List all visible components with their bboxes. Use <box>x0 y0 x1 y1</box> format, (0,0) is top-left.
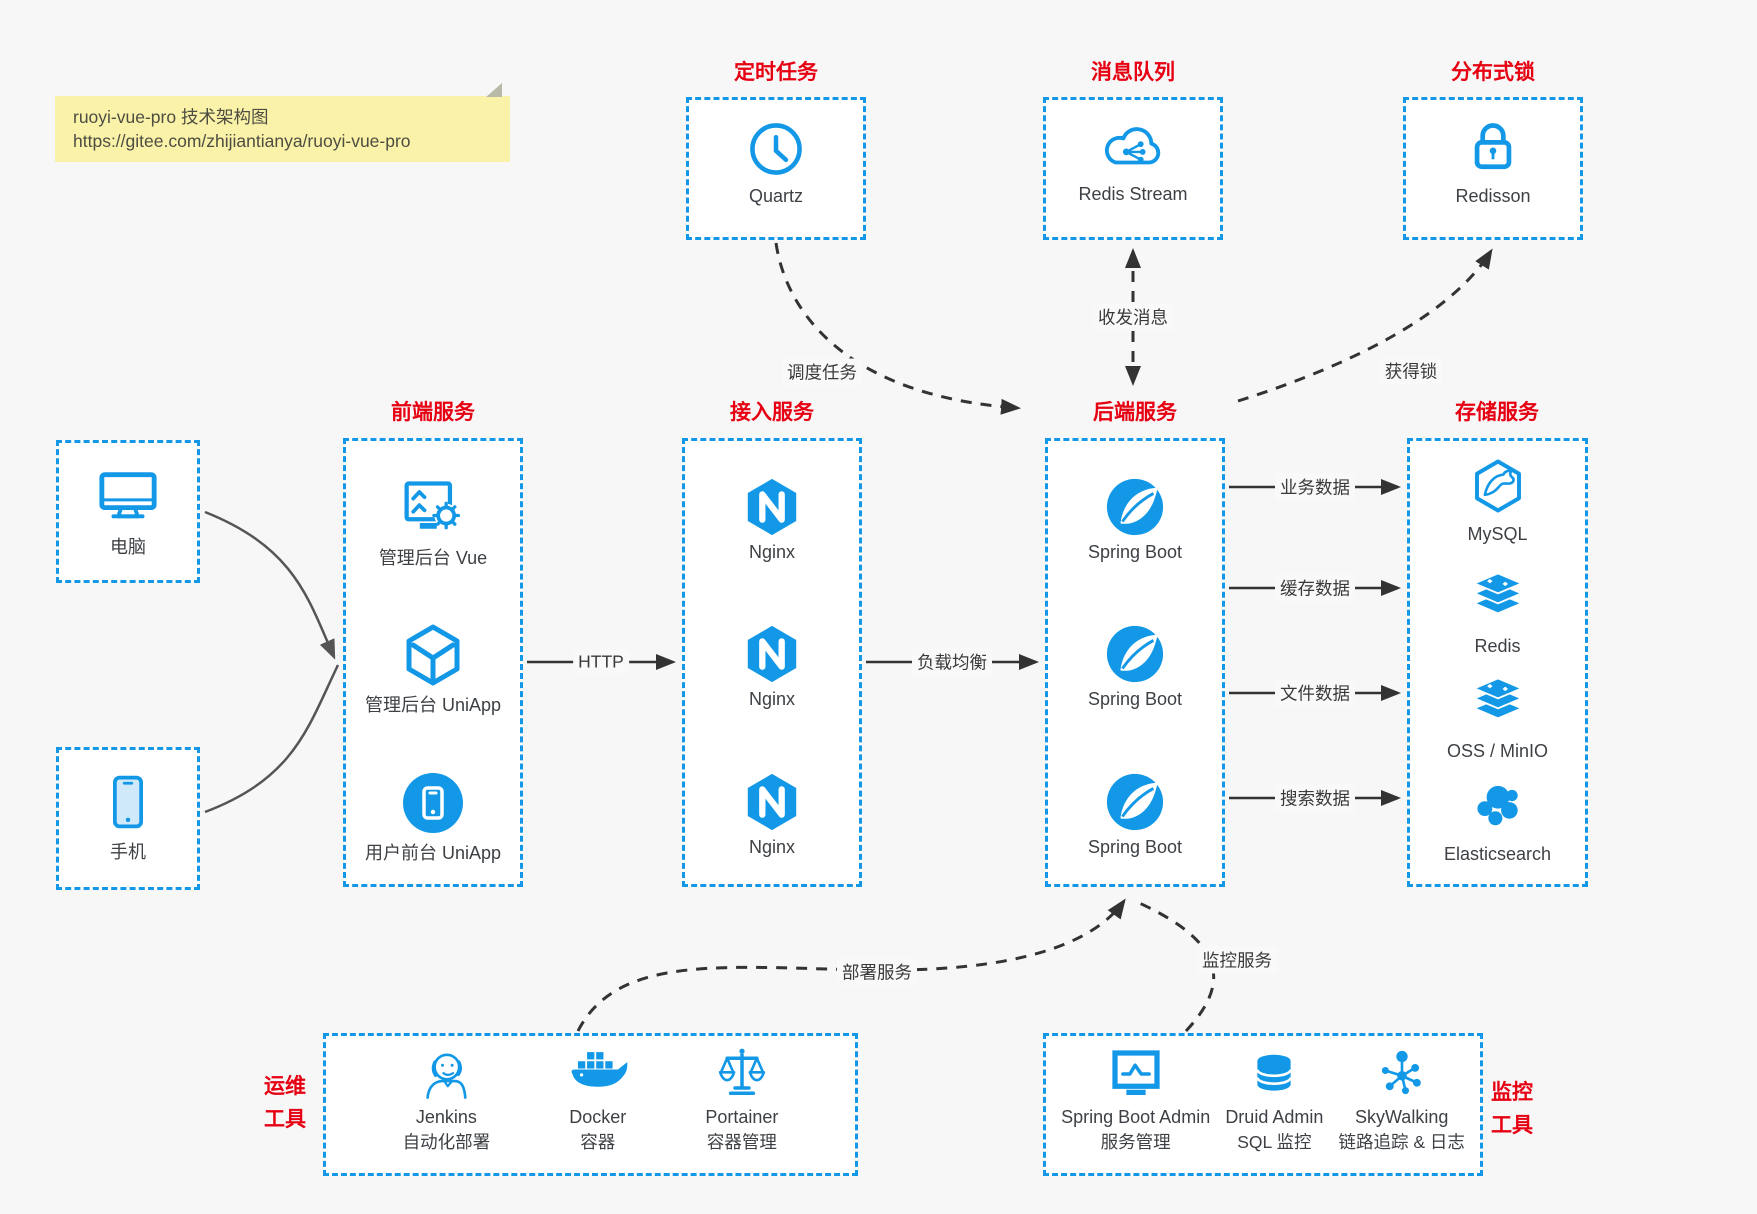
node-label: Spring Boot <box>1087 689 1183 709</box>
tool-item-druid: Druid Admin SQL 监控 <box>1225 1046 1323 1155</box>
edge-phone-to-frontend <box>204 664 340 814</box>
edge-label-lock: 获得锁 <box>1379 357 1443 385</box>
section-title-backend: 后端服务 <box>1093 401 1177 424</box>
user-app-icon <box>346 771 520 835</box>
tool-item-portainer: Portainer 容器管理 <box>705 1046 778 1155</box>
tool-name: Druid Admin <box>1225 1107 1324 1127</box>
storage-services-box: MySQL Redis <box>1407 438 1588 887</box>
tool-desc: 容器管理 <box>706 1132 777 1152</box>
edge-pc-to-frontend <box>204 510 336 660</box>
frontend-services-box: 管理后台 Vue 管理后台 UniApp 用户前台 UniApp <box>343 438 523 887</box>
skywalking-icon <box>1338 1046 1464 1102</box>
druid-database-icon <box>1225 1046 1323 1102</box>
node-label: 管理后台 Vue <box>378 548 488 568</box>
node-label: 用户前台 UniApp <box>364 843 502 863</box>
node-label: 手机 <box>110 842 146 862</box>
tool-item-skywalking: SkyWalking 链路追踪 & 日志 <box>1338 1046 1465 1155</box>
node-label: Nginx <box>748 837 796 857</box>
nginx-icon <box>685 623 859 685</box>
clock-icon <box>689 120 863 178</box>
edge-label-messaging: 收发消息 <box>1093 303 1173 331</box>
docker-icon <box>567 1046 629 1102</box>
note-fold-corner <box>486 83 502 97</box>
jenkins-icon <box>403 1046 491 1102</box>
tool-desc: 链路追踪 & 日志 <box>1338 1132 1465 1152</box>
monitor-tools-box: Spring Boot Admin 服务管理 Druid Admin SQL 监… <box>1043 1033 1483 1176</box>
tool-name: Docker <box>569 1107 627 1127</box>
tool-item-docker: Docker 容器 <box>567 1046 629 1155</box>
cloud-share-icon <box>1046 122 1220 176</box>
edge-label-schedule: 调度任务 <box>782 358 862 386</box>
section-title-gateway: 接入服务 <box>730 401 814 424</box>
tool-name: Portainer <box>705 1107 779 1127</box>
title-note: ruoyi-vue-pro 技术架构图 https://gitee.com/zh… <box>55 83 510 162</box>
spring-icon <box>1048 476 1222 538</box>
edge-label-business-data: 业务数据 <box>1275 473 1355 501</box>
tool-name: Spring Boot Admin <box>1061 1107 1211 1127</box>
section-title-monitor-tools: 监控 工具 <box>1491 1081 1533 1137</box>
client-phone-box: 手机 <box>56 747 200 890</box>
admin-vue-icon <box>346 476 520 540</box>
backend-services-box: Spring Boot Spring Boot Spring Boot <box>1045 438 1225 887</box>
tool-desc: 自动化部署 <box>402 1132 491 1152</box>
spring-icon <box>1048 771 1222 833</box>
tool-name: SkyWalking <box>1354 1107 1449 1127</box>
tool-name: Jenkins <box>415 1107 477 1127</box>
ops-tools-box: Jenkins 自动化部署 Docker <box>323 1033 858 1176</box>
section-title-storage: 存储服务 <box>1455 401 1539 424</box>
redis-stack-icon <box>1410 568 1585 626</box>
gateway-services-box: Nginx Nginx Nginx <box>682 438 862 887</box>
section-title-message-queue: 消息队列 <box>1091 61 1175 84</box>
uniapp-cube-icon <box>346 623 520 687</box>
tool-desc: SQL 监控 <box>1237 1132 1312 1152</box>
section-title-distributed-lock: 分布式锁 <box>1451 61 1535 84</box>
node-label: Nginx <box>748 542 796 562</box>
node-label: Quartz <box>748 186 804 206</box>
edge-label-http: HTTP <box>573 650 629 674</box>
phone-icon <box>59 772 197 832</box>
node-label: Spring Boot <box>1087 542 1183 562</box>
mysql-icon <box>1410 458 1585 514</box>
tool-item-jenkins: Jenkins 自动化部署 <box>402 1046 491 1155</box>
lock-icon <box>1406 118 1580 178</box>
scheduled-task-box: Quartz <box>686 97 866 240</box>
note-url: https://gitee.com/zhijiantianya/ruoyi-vu… <box>73 131 411 151</box>
node-label: Redisson <box>1455 186 1531 206</box>
edge-label-deploy: 部署服务 <box>837 958 917 986</box>
node-label: MySQL <box>1467 524 1528 544</box>
edge-lock <box>1237 248 1493 403</box>
note-title: ruoyi-vue-pro 技术架构图 <box>73 107 269 127</box>
distributed-lock-box: Redisson <box>1403 97 1583 240</box>
section-title-frontend: 前端服务 <box>391 401 475 424</box>
portainer-scales-icon <box>705 1046 778 1102</box>
edge-label-monitor: 监控服务 <box>1197 946 1277 974</box>
edge-label-load-balance: 负载均衡 <box>912 648 992 676</box>
node-label: Nginx <box>748 689 796 709</box>
message-queue-box: Redis Stream <box>1043 97 1223 240</box>
elasticsearch-icon <box>1410 778 1585 834</box>
nginx-icon <box>685 771 859 833</box>
node-label: Redis Stream <box>1078 184 1188 204</box>
nginx-icon <box>685 476 859 538</box>
node-label: 电脑 <box>110 537 146 557</box>
node-label: OSS / MinIO <box>1446 741 1549 761</box>
node-label: Redis <box>1474 636 1521 656</box>
tool-desc: 服务管理 <box>1100 1132 1171 1152</box>
redis-stack-icon <box>1410 673 1585 731</box>
springboot-admin-icon <box>1061 1046 1210 1102</box>
node-label: Elasticsearch <box>1443 844 1552 864</box>
node-label: 管理后台 UniApp <box>364 695 502 715</box>
node-label: Spring Boot <box>1087 837 1183 857</box>
edge-label-cache-data: 缓存数据 <box>1275 574 1355 602</box>
spring-icon <box>1048 623 1222 685</box>
edge-label-search-data: 搜索数据 <box>1275 784 1355 812</box>
tool-desc: 容器 <box>580 1132 616 1152</box>
section-title-ops-tools: 运维 工具 <box>264 1075 306 1131</box>
edge-label-file-data: 文件数据 <box>1275 679 1355 707</box>
client-pc-box: 电脑 <box>56 440 200 583</box>
tool-item-springboot-admin: Spring Boot Admin 服务管理 <box>1061 1046 1210 1155</box>
section-title-scheduled-task: 定时任务 <box>734 61 818 84</box>
desktop-icon <box>59 465 197 527</box>
